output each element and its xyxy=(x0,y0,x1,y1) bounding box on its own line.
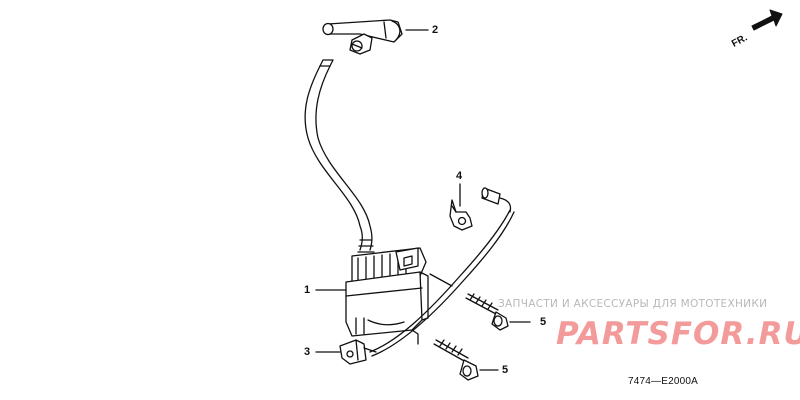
spark-plug-cap-drawing xyxy=(322,19,403,55)
wire-clip-drawing xyxy=(449,199,473,231)
callout-spark-plug-cap: 2 xyxy=(432,24,439,36)
callout-ignition-coil: 1 xyxy=(304,284,311,296)
figure-code: 7474—E2000A xyxy=(628,376,699,387)
high-tension-cable-drawing xyxy=(304,59,375,253)
flange-bolt-lower-drawing xyxy=(433,339,479,381)
callout-cable-holder: 3 xyxy=(304,346,311,358)
front-direction-arrow-icon xyxy=(751,9,783,31)
flange-bolt-upper-drawing xyxy=(465,293,509,331)
callout-flange-bolt-upper: 5 xyxy=(540,316,547,328)
watermark-logo: PARTSFOR.RU xyxy=(556,316,800,352)
ground-wire-drawing xyxy=(369,187,515,357)
callout-wire-clip: 4 xyxy=(456,170,463,182)
watermark-tagline: ЗАПЧАСТИ И АКСЕССУАРЫ ДЛЯ МОТОТЕХНИКИ xyxy=(498,298,768,310)
cable-holder-drawing xyxy=(339,339,377,365)
callout-flange-bolt-lower: 5 xyxy=(502,364,509,376)
ignition-coil-drawing xyxy=(345,247,453,345)
